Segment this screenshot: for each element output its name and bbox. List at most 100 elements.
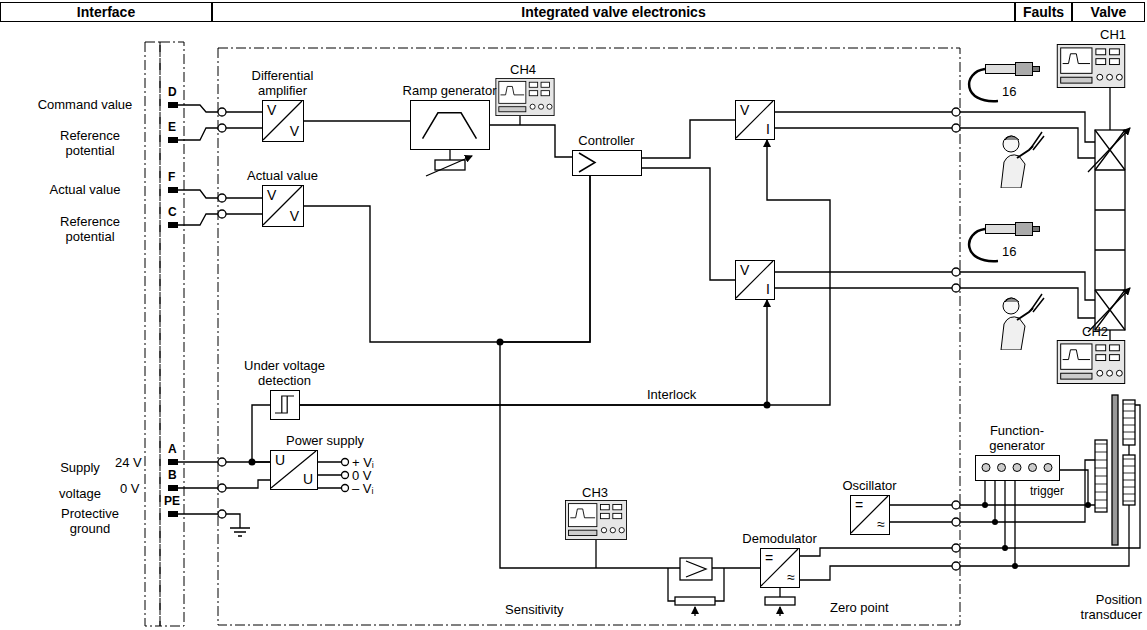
block-title: Oscillator bbox=[825, 478, 915, 493]
header-cell: Interface bbox=[0, 2, 212, 22]
wire bbox=[178, 190, 218, 225]
pin bbox=[168, 485, 178, 491]
terminal bbox=[218, 458, 226, 466]
signal-line bbox=[252, 405, 270, 462]
symbol-letter: V bbox=[267, 188, 276, 203]
symbol-letter: V bbox=[267, 103, 276, 118]
terminal bbox=[218, 108, 960, 570]
controller-symbol bbox=[579, 153, 595, 172]
signal-name: Actual value bbox=[30, 182, 140, 197]
symbol-letter: I bbox=[766, 282, 770, 297]
channel-name: CH2 bbox=[1082, 324, 1108, 339]
symbol-letter: U bbox=[275, 453, 285, 468]
wire bbox=[520, 88, 1110, 568]
ramp-symbol bbox=[423, 113, 477, 139]
pin bbox=[168, 102, 178, 108]
signal-name: Command value bbox=[30, 97, 140, 112]
signal-name: Reference potential bbox=[40, 214, 140, 244]
callout-number: 16 bbox=[1002, 244, 1016, 259]
pin bbox=[168, 511, 178, 517]
function-block: Controller bbox=[572, 150, 642, 176]
wire bbox=[178, 462, 218, 514]
junction-dot bbox=[764, 402, 771, 409]
cable-plug bbox=[969, 229, 998, 261]
valve-symbol bbox=[1095, 170, 1125, 290]
terminal bbox=[952, 562, 960, 570]
pin bbox=[168, 137, 178, 143]
signal-name: Supply voltage bbox=[48, 455, 112, 507]
junction-dot bbox=[982, 502, 988, 508]
wire bbox=[985, 470, 1088, 566]
wire bbox=[890, 505, 952, 522]
valve-symbol bbox=[1088, 128, 1130, 332]
cable-plug bbox=[986, 63, 1040, 76]
wire bbox=[178, 105, 218, 140]
junction-dot bbox=[249, 339, 1092, 570]
wire bbox=[318, 462, 341, 488]
terminal bbox=[218, 210, 226, 218]
wire bbox=[779, 588, 780, 597]
adjustment-name: Zero point bbox=[830, 600, 889, 615]
function-block: Power supplyUU bbox=[270, 450, 318, 490]
sensitivity-amplifier bbox=[675, 597, 715, 605]
supply-rail: – Vᵢ bbox=[352, 481, 374, 496]
terminal bbox=[952, 108, 960, 116]
pin-letter: C bbox=[168, 205, 177, 220]
header-text: Valve bbox=[1091, 5, 1127, 20]
oscilloscope-icon bbox=[496, 78, 554, 115]
diagonal-line bbox=[761, 549, 798, 586]
signal-line bbox=[300, 140, 830, 405]
terminal bbox=[218, 194, 226, 202]
block-title: Actual value bbox=[233, 168, 333, 183]
signal-line bbox=[500, 176, 760, 568]
signal-line bbox=[642, 120, 735, 158]
block-title: Controller bbox=[557, 133, 657, 148]
signal-line bbox=[304, 176, 590, 342]
function-block: Ramp generator bbox=[410, 100, 490, 150]
sensitivity-amplifier bbox=[680, 558, 712, 580]
symbol-letter: V bbox=[290, 209, 299, 224]
function-block: Function-generator bbox=[975, 455, 1060, 481]
function-block: Actual valueVV bbox=[262, 185, 304, 227]
diagonal-line bbox=[263, 186, 302, 225]
terminal bbox=[218, 108, 226, 116]
channel-name: CH4 bbox=[510, 62, 536, 77]
header-cell: Integrated valve electronics bbox=[212, 2, 1015, 22]
resistor-symbol bbox=[765, 597, 795, 605]
knob bbox=[1029, 464, 1037, 472]
voltage-value: 0 V bbox=[120, 481, 140, 496]
symbol-letter: ≈ bbox=[877, 517, 885, 532]
knob bbox=[982, 464, 990, 472]
block-title: Power supply bbox=[286, 433, 364, 448]
block-title: Differential amplifier bbox=[233, 68, 333, 98]
block-title: Demodulator bbox=[730, 531, 830, 546]
sensitivity-amplifier bbox=[694, 607, 695, 616]
junction-dot bbox=[1002, 545, 1008, 551]
resistor-symbol bbox=[426, 156, 795, 616]
diagonal-line bbox=[271, 451, 316, 488]
pin-letter: E bbox=[168, 120, 176, 135]
block-symbol bbox=[271, 391, 299, 419]
junction-dot bbox=[992, 519, 998, 525]
block-title: Ramp generator bbox=[380, 83, 520, 98]
terminal bbox=[218, 484, 226, 492]
knob bbox=[998, 464, 1006, 472]
technician-figure bbox=[1001, 132, 1044, 350]
header-cell: Valve bbox=[1072, 2, 1145, 22]
symbol-letter: = bbox=[855, 498, 863, 513]
function-block: Demodulator=≈ bbox=[760, 548, 800, 588]
signal-line bbox=[642, 168, 735, 280]
pin bbox=[168, 102, 178, 517]
adjustment-name: Sensitivity bbox=[505, 602, 564, 617]
block-symbol bbox=[573, 151, 641, 175]
diagonal-line bbox=[263, 101, 302, 140]
pin bbox=[168, 187, 178, 193]
signal-name: Protective ground bbox=[40, 506, 140, 536]
diagonal-line bbox=[736, 101, 773, 138]
technician-figure bbox=[1001, 132, 1044, 188]
resistor-symbol bbox=[779, 607, 780, 616]
position-transducer bbox=[1123, 400, 1135, 445]
terminal bbox=[342, 485, 349, 492]
wire bbox=[800, 548, 952, 580]
valve-symbol bbox=[1088, 128, 1130, 172]
